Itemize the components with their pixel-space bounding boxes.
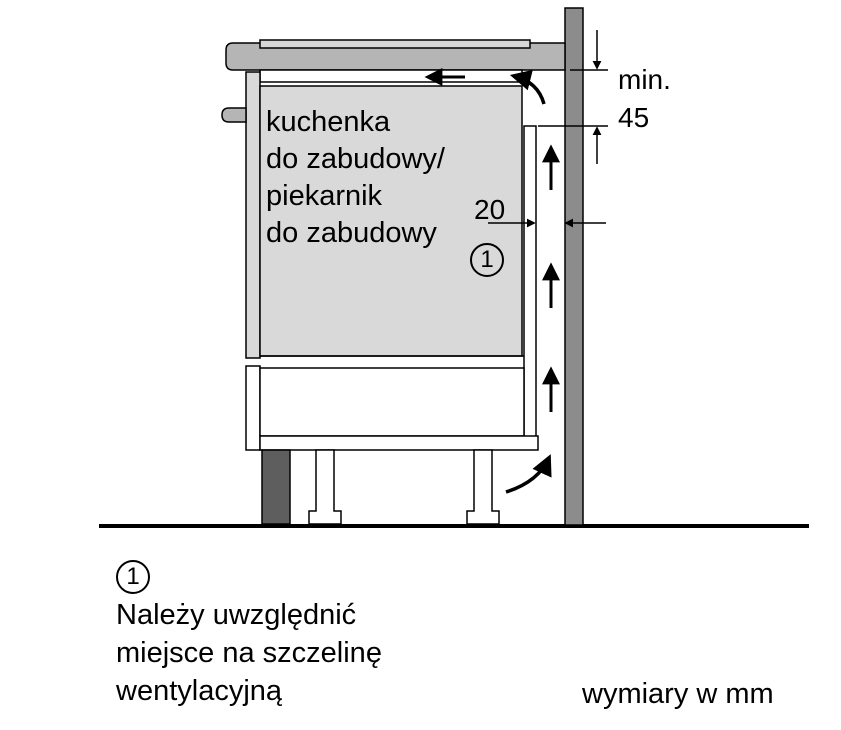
- top-vent-channel: [259, 69, 523, 83]
- airflow-curve-arrow-icon: [509, 69, 546, 105]
- appliance-label-line1: kuchenka: [266, 106, 391, 138]
- drawer-body: [259, 367, 525, 437]
- foot-left: [308, 449, 342, 525]
- floor-line: [99, 524, 809, 528]
- ventilation-note: Należy uwzględnić miejsce na szczelinę w…: [116, 596, 382, 710]
- note-marker: 1: [116, 560, 150, 594]
- units-note: wymiary w mm: [582, 678, 774, 710]
- appliance-label-line4: do zabudowy: [266, 217, 437, 249]
- foot-right: [466, 449, 500, 525]
- note-line2: miejsce na szczelinę: [116, 637, 382, 669]
- oven-handle: [221, 107, 247, 123]
- airflow-curve-arrow-icon: [505, 454, 552, 494]
- hob-glass: [259, 39, 531, 49]
- note-line3: wentylacyjną: [116, 675, 283, 707]
- drawer-side: [245, 365, 261, 451]
- callout-marker: 1: [470, 243, 504, 277]
- appliance-label-line2: do zabudowy/: [266, 143, 445, 175]
- gap-dimension-value: 20: [474, 194, 506, 225]
- plinth: [261, 449, 291, 525]
- rear-panel: [523, 125, 537, 449]
- base-shelf: [259, 435, 539, 451]
- top-min-value: 45: [618, 102, 650, 133]
- cabinet-side-left: [245, 71, 261, 359]
- side-wall: [564, 7, 584, 526]
- appliance-label-line3: piekarnik: [266, 180, 383, 212]
- note-line1: Należy uwzględnić: [116, 599, 357, 631]
- worktop: [225, 42, 566, 71]
- top-min-label: min.: [618, 64, 671, 95]
- top-clearance-dimension: [538, 30, 608, 164]
- appliance-body: [259, 85, 523, 357]
